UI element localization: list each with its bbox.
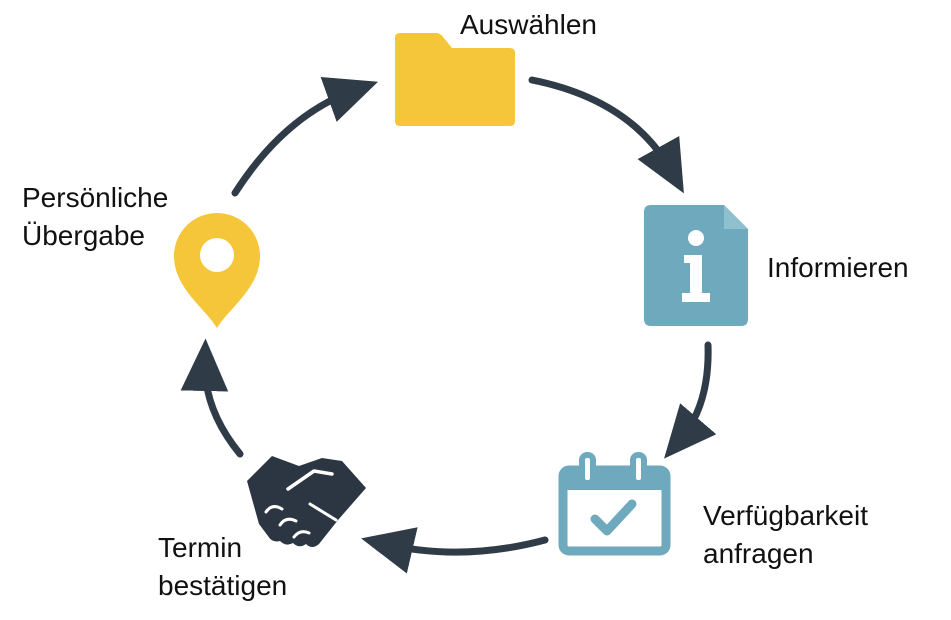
step-label-line: bestätigen (158, 570, 288, 601)
handshake-icon (247, 456, 366, 547)
step-label-line: Übergabe (22, 220, 145, 251)
arrow-termin-to-uebergabe (180, 338, 244, 458)
step-label-line: Persönliche (22, 182, 169, 213)
step-label-auswaehlen: Auswählen (460, 6, 597, 44)
step-label-line: Auswählen (460, 9, 597, 40)
folder-icon (395, 33, 515, 126)
arrow-uebergabe-to-auswaehlen (231, 77, 379, 197)
arrow-verfuegbarkeit-to-termin (361, 527, 549, 574)
step-label-line: Verfügbarkeit (703, 500, 868, 531)
step-label-uebergabe: Persönliche Übergabe (22, 179, 168, 255)
arrow-auswaehlen-to-informieren (528, 76, 684, 194)
step-label-termin: Termin bestätigen (158, 529, 287, 605)
location-pin-icon (174, 213, 260, 328)
arrow-informieren-to-verfuegbarkeit (664, 341, 717, 459)
calendar-check-icon (558, 452, 671, 556)
step-label-line: Termin (158, 532, 243, 563)
step-label-line: Informieren (767, 252, 909, 283)
step-label-informieren: Informieren (767, 249, 909, 287)
step-label-verfuegbarkeit: Verfügbarkeit anfragen (703, 497, 868, 573)
step-label-line: anfragen (703, 538, 814, 569)
info-document-icon (644, 205, 748, 326)
